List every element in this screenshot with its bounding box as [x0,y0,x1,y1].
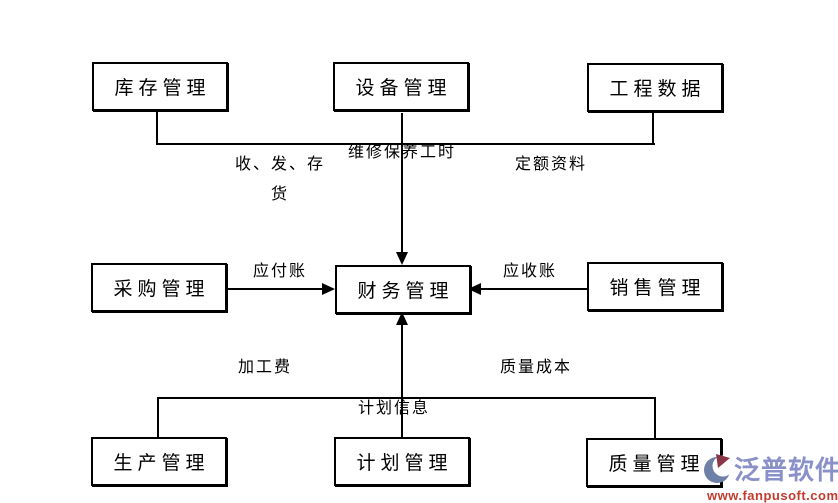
arrowhead-into-finance-bottom [396,312,408,325]
node-inventory: 库存管理 [92,62,228,111]
edge-label-inventory-flow: 收、发、存 货 [205,150,355,210]
fanpu-website-url: www.fanpusoft.com [707,488,838,503]
fanpu-brand-name: 泛普软件 [734,455,838,485]
node-purchasing: 采购管理 [91,263,227,312]
node-finance: 财务管理 [335,265,471,314]
node-purchasing-label: 采购管理 [113,279,210,300]
node-finance-label: 财务管理 [357,281,454,302]
node-quality-label: 质量管理 [608,454,705,475]
node-engineering-data-label: 工程数据 [609,79,706,100]
connector-top-bus [156,143,655,145]
edge-label-quota-data: 定额资料 [515,156,588,173]
edge-label-quality-cost: 质量成本 [500,359,573,376]
connector-sales-to-finance [479,288,588,290]
node-engineering-data: 工程数据 [587,63,723,112]
edge-label-plan-info: 计划信息 [358,400,431,417]
arrowhead-into-finance-top [396,252,408,265]
fanpu-logo-watermark: 泛普软件 www.fanpusoft.com [703,451,838,503]
arrowhead-into-finance-right [468,283,481,295]
node-sales-label: 销售管理 [609,278,706,299]
arrowhead-into-finance-left [322,283,335,295]
node-production: 生产管理 [91,437,227,486]
edge-label-inventory-flow-line1: 收、发、存 [234,156,325,173]
connector-equipment-to-finance [401,113,403,254]
connector-bottom-bus [157,397,656,399]
connector-inventory-to-bus [156,111,158,145]
edge-label-accounts-payable: 应付账 [253,263,308,280]
edge-label-processing-fee: 加工费 [238,359,293,376]
connector-purchasing-to-finance [228,288,324,290]
connector-quality-to-bus [654,397,656,438]
edge-label-maintenance-hours: 维修保养工时 [348,144,457,161]
node-inventory-label: 库存管理 [114,78,211,99]
connector-engineering-to-bus [652,113,654,145]
node-equipment-label: 设备管理 [355,78,452,99]
edge-label-accounts-receivable: 应收账 [503,263,558,280]
connector-planning-to-finance [401,323,403,437]
node-equipment: 设备管理 [333,62,469,111]
node-planning-label: 计划管理 [356,453,453,474]
fanpu-logo-icon [703,451,734,489]
node-sales: 销售管理 [587,262,723,311]
node-planning: 计划管理 [334,437,470,486]
connector-production-to-bus [157,397,159,437]
edge-label-inventory-flow-line2: 货 [270,186,289,203]
node-production-label: 生产管理 [113,453,210,474]
node-quality: 质量管理 [586,438,722,487]
